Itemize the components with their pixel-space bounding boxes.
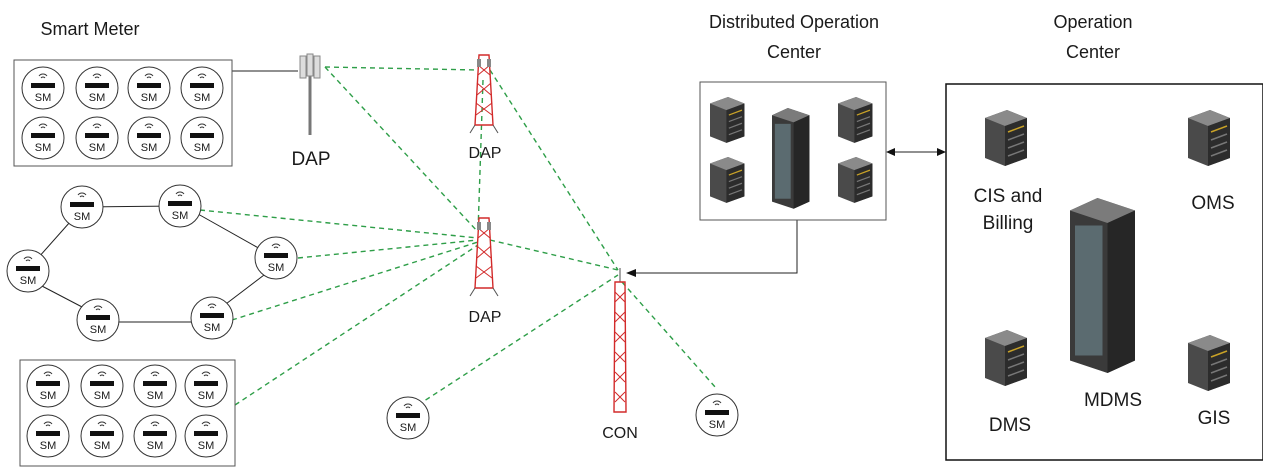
- dms-label: DMS: [989, 415, 1031, 436]
- server-icon: [1187, 109, 1231, 167]
- sm-ring: SM SM SM SM SM SM: [6, 184, 298, 342]
- server-icon: [709, 156, 746, 204]
- server-icon: [709, 96, 746, 144]
- server-icon: [984, 329, 1028, 387]
- svg-text:SM: SM: [35, 142, 52, 154]
- svg-text:SM: SM: [35, 92, 52, 104]
- tower-icon: [469, 54, 499, 134]
- svg-text:SM: SM: [194, 92, 211, 104]
- dap-tower-top: DAP: [469, 54, 502, 162]
- mdms-node: MDMS: [1070, 198, 1142, 411]
- svg-text:SM: SM: [89, 92, 106, 104]
- oms-node: OMS: [1187, 109, 1235, 214]
- sm-single-left: SM: [386, 396, 430, 440]
- wireless-links: [199, 66, 717, 406]
- svg-text:SM: SM: [204, 322, 221, 334]
- svg-text:SM: SM: [172, 210, 189, 222]
- mdms-label: MDMS: [1084, 390, 1142, 411]
- svg-text:SM: SM: [194, 142, 211, 154]
- gis-node: GIS: [1187, 334, 1231, 429]
- sm-single-right: SM: [695, 393, 739, 437]
- svg-text:SM: SM: [90, 324, 107, 336]
- con-label: CON: [602, 425, 638, 442]
- svg-text:SM: SM: [94, 390, 111, 402]
- server-icon: [1187, 334, 1231, 392]
- op-center-title-line2: Center: [1066, 42, 1120, 62]
- dap-label-middle: DAP: [469, 309, 502, 326]
- tower-icon: [613, 268, 627, 413]
- svg-text:SM: SM: [141, 92, 158, 104]
- cis-billing-node: CIS and Billing: [974, 109, 1043, 234]
- svg-text:SM: SM: [40, 390, 57, 402]
- svg-text:SM: SM: [89, 142, 106, 154]
- server-icon: [837, 156, 874, 204]
- svg-text:SM: SM: [20, 275, 37, 287]
- oms-label: OMS: [1191, 193, 1234, 214]
- dap-antenna-left: DAP: [291, 53, 331, 170]
- svg-text:SM: SM: [198, 440, 215, 452]
- server-icon: [984, 109, 1028, 167]
- svg-text:SM: SM: [400, 422, 417, 434]
- op-center-title-line1: Operation: [1053, 12, 1132, 32]
- svg-text:SM: SM: [198, 390, 215, 402]
- sm-cluster-top-meters: SM SM SM SM SM SM SM SM: [21, 66, 224, 160]
- svg-text:SM: SM: [147, 390, 164, 402]
- server-icon: [837, 96, 874, 144]
- svg-text:SM: SM: [40, 440, 57, 452]
- tower-icon: [469, 217, 499, 297]
- server-rack-icon: [1070, 198, 1135, 373]
- svg-text:SM: SM: [141, 142, 158, 154]
- cis-label-line1: CIS and: [974, 186, 1043, 207]
- svg-text:SM: SM: [74, 211, 91, 223]
- antenna-icon: [299, 53, 321, 135]
- svg-text:SM: SM: [147, 440, 164, 452]
- dist-center-title-line2: Center: [767, 42, 821, 62]
- dist-center-title-line1: Distributed Operation: [709, 12, 879, 32]
- svg-text:SM: SM: [709, 419, 726, 431]
- dms-node: DMS: [984, 329, 1031, 436]
- server-rack-icon: [772, 108, 810, 209]
- dap-label-top: DAP: [469, 145, 502, 162]
- gis-label: GIS: [1198, 408, 1231, 429]
- dap-tower-middle: DAP: [469, 217, 502, 326]
- smart-meter-title: Smart Meter: [40, 19, 139, 39]
- cis-label-line2: Billing: [983, 213, 1034, 234]
- sm-cluster-bottom-meters: SM SM SM SM SM SM SM SM: [26, 364, 228, 458]
- svg-text:SM: SM: [268, 262, 285, 274]
- svg-text:SM: SM: [94, 440, 111, 452]
- dap-label-left: DAP: [291, 149, 330, 170]
- con-tower: CON: [602, 268, 638, 442]
